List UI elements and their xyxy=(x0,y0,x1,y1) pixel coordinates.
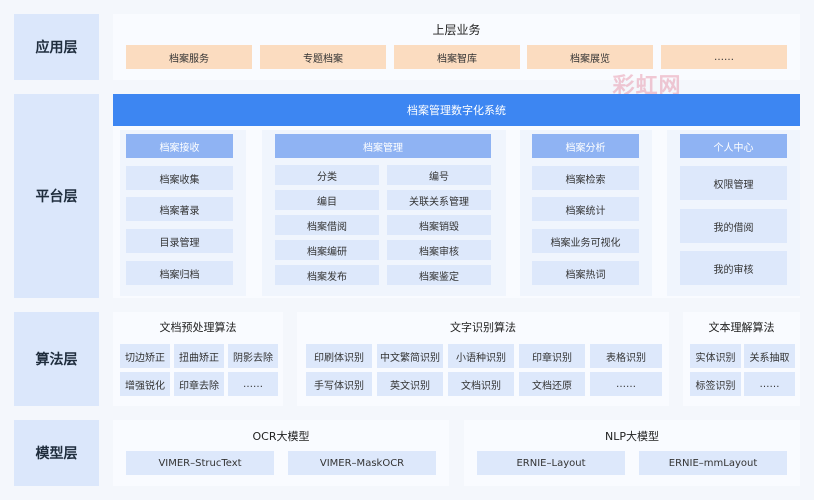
understanding-item: 关系抽取 xyxy=(744,344,795,368)
analysis-item: 档案检索 xyxy=(532,166,639,190)
management-item: 关联关系管理 xyxy=(387,190,491,210)
management-item: 编号 xyxy=(387,165,491,185)
preprocess-item: 扭曲矫正 xyxy=(174,344,224,368)
personal-item: 我的审核 xyxy=(680,251,787,285)
analysis-head: 档案分析 xyxy=(532,134,639,158)
analysis-item: 档案统计 xyxy=(532,197,639,221)
reception-item: 档案收集 xyxy=(126,166,233,190)
recognition-item: …… xyxy=(590,372,662,396)
preprocess-item: 印章去除 xyxy=(174,372,224,396)
reception-head: 档案接收 xyxy=(126,134,233,158)
recognition-title: 文字识别算法 xyxy=(450,321,516,334)
reception-item: 目录管理 xyxy=(126,229,233,253)
app-item: 档案智库 xyxy=(394,45,520,69)
recognition-item: 手写体识别 xyxy=(306,372,372,396)
recognition-item: 印章识别 xyxy=(519,344,585,368)
preprocess-item: …… xyxy=(228,372,278,396)
understanding-title: 文本理解算法 xyxy=(708,321,775,334)
recognition-item: 表格识别 xyxy=(590,344,662,368)
recognition-item: 文档还原 xyxy=(519,372,585,396)
understanding-item: 标签识别 xyxy=(690,372,741,396)
reception-item: 档案归档 xyxy=(126,261,233,285)
understanding-item: 实体识别 xyxy=(690,344,741,368)
preprocess-item: 增强锐化 xyxy=(120,372,170,396)
management-item: 档案审核 xyxy=(387,240,491,260)
management-item: 分类 xyxy=(275,165,379,185)
personal-item: 权限管理 xyxy=(680,166,787,200)
layer-label-algorithm: 算法层 xyxy=(14,312,99,406)
nlp-model-item: ERNIE–Layout xyxy=(477,451,625,475)
app-item: 专题档案 xyxy=(260,45,386,69)
layer-label-platform: 平台层 xyxy=(14,94,99,298)
app-item: 档案服务 xyxy=(126,45,252,69)
app-item: 档案展览 xyxy=(527,45,653,69)
analysis-item: 档案业务可视化 xyxy=(532,229,639,253)
application-title: 上层业务 xyxy=(432,22,481,37)
recognition-item: 中文繁简识别 xyxy=(377,344,443,368)
analysis-item: 档案热词 xyxy=(532,261,639,285)
nlp-model-title: NLP大模型 xyxy=(605,430,659,443)
management-item: 档案销毁 xyxy=(387,215,491,235)
recognition-item: 印刷体识别 xyxy=(306,344,372,368)
management-item: 编目 xyxy=(275,190,379,210)
understanding-item: …… xyxy=(744,372,795,396)
ocr-model-title: OCR大模型 xyxy=(252,430,310,443)
preprocess-item: 阴影去除 xyxy=(228,344,278,368)
nlp-model-item: ERNIE–mmLayout xyxy=(639,451,787,475)
reception-item: 档案著录 xyxy=(126,197,233,221)
recognition-item: 小语种识别 xyxy=(448,344,514,368)
ocr-model-item: VIMER–MaskOCR xyxy=(288,451,436,475)
ocr-model-item: VIMER–StrucText xyxy=(126,451,274,475)
management-item: 档案编研 xyxy=(275,240,379,260)
management-head: 档案管理 xyxy=(275,134,491,158)
app-item: …… xyxy=(661,45,787,69)
personal-item: 我的借阅 xyxy=(680,209,787,243)
preprocess-item: 切边矫正 xyxy=(120,344,170,368)
system-title-bar: 档案管理数字化系统 xyxy=(113,94,800,126)
personal-head: 个人中心 xyxy=(680,134,787,158)
layer-label-application: 应用层 xyxy=(14,14,99,80)
layer-label-model: 模型层 xyxy=(14,420,99,486)
management-item: 档案借阅 xyxy=(275,215,379,235)
recognition-item: 英文识别 xyxy=(377,372,443,396)
preprocess-title: 文档预处理算法 xyxy=(159,321,237,334)
recognition-item: 文档识别 xyxy=(448,372,514,396)
management-item: 档案发布 xyxy=(275,265,379,285)
management-item: 档案鉴定 xyxy=(387,265,491,285)
